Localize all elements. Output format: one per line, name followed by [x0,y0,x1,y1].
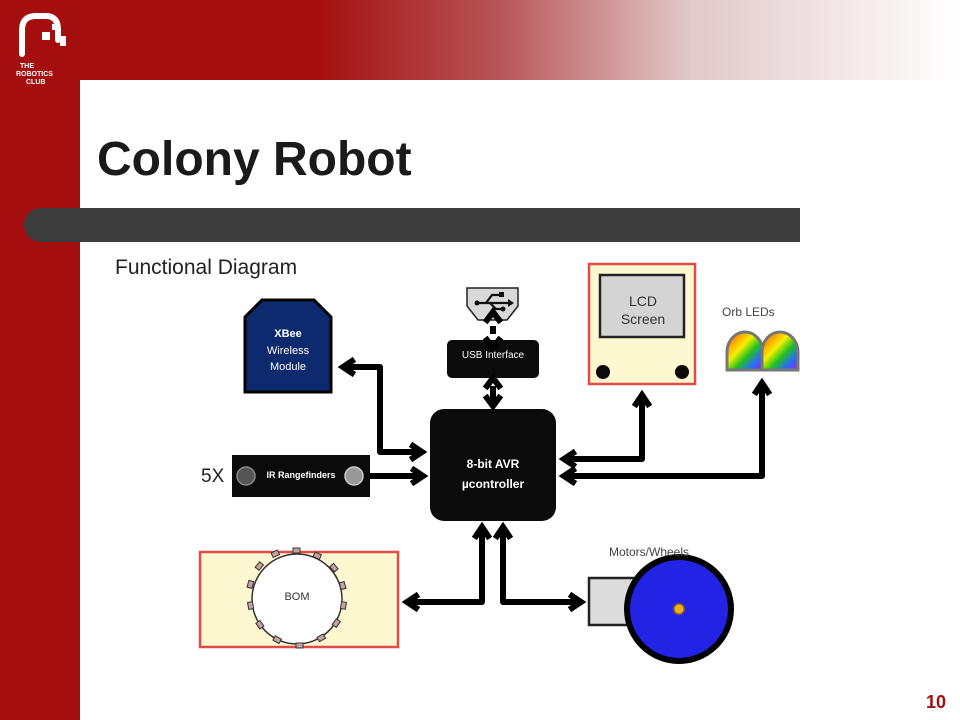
ir-sensor-right [344,466,364,486]
lcd-screen [598,273,686,339]
xbee-sublabel-2: Module [269,361,307,373]
controller-label-2: µcontroller [461,477,525,491]
xbee-label: XBee [274,328,302,340]
arrow-heads [337,307,773,613]
ir-rangefinders-label: IR Rangefinders [266,470,336,480]
logo-text-robotics: ROBOTICS [16,71,53,78]
robot-logo-icon: THE ROBOTICS CLUB [16,13,66,86]
logo-text-club: CLUB [26,79,45,86]
usb-symbol [478,293,508,311]
xbee-sublabel-1: Wireless [266,345,310,357]
xbee-module-box [243,298,333,394]
diagram-subtitle: Functional Diagram [115,256,298,279]
lcd-label-line-2: Screen [620,311,666,327]
slide-title: Colony Robot [97,133,412,186]
header-gradient-band [0,0,960,80]
logo-text-the: THE [20,63,34,70]
lcd-button-right [675,365,689,379]
title-underline-bar [24,208,800,242]
ir-sensor-left [236,466,256,486]
rainbow-dome-icon [760,330,800,372]
page-number: 10 [926,692,947,712]
rainbow-dome-icon [725,330,765,372]
wheel-hub [673,603,685,615]
controller-label-1: 8-bit AVR [466,457,520,471]
usb-interface-label: USB Interface [461,350,525,361]
lcd-label-line-1: LCD [628,293,657,309]
motors-wheels-label: Motors/Wheels [609,545,690,559]
orb-leds-label: Orb LEDs [722,305,775,319]
lcd-button-left [596,365,610,379]
connection-lines [345,326,765,605]
bom-label: BOM [284,591,310,603]
ir-count-label: 5X [201,466,225,487]
lcd-label: LCD Screen [601,292,685,328]
bom-emitters [246,547,348,649]
left-brand-band [0,0,80,720]
usb-interface-box [447,340,539,378]
avr-controller-box [430,409,556,521]
